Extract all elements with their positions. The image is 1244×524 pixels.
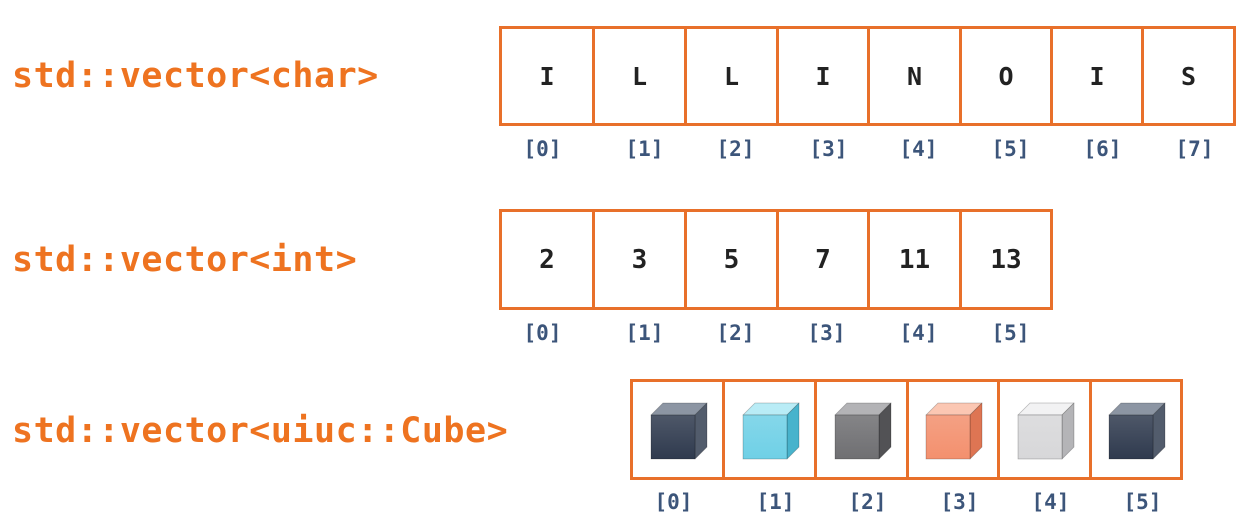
vector-int-label: std::vector<int> (12, 240, 358, 280)
index-label: [4] (1031, 490, 1070, 514)
gray-cube-icon (834, 402, 891, 459)
vector-cube-label: std::vector<uiuc::Cube> (12, 411, 509, 451)
char-cell: S (1144, 26, 1236, 126)
index-label: [1] (625, 137, 664, 161)
cube-cell (1000, 379, 1092, 480)
int-cell: 13 (962, 209, 1053, 310)
light-gray-cube-icon (1017, 402, 1074, 459)
char-cell: I (1053, 26, 1144, 126)
vector-char-array: I L L I N O I S (499, 26, 1236, 126)
index-label: [0] (523, 137, 562, 161)
index-label: [5] (991, 137, 1030, 161)
index-label: [5] (1123, 490, 1162, 514)
vector-int-array: 2 3 5 7 11 13 (499, 209, 1053, 310)
index-label: [4] (899, 137, 938, 161)
dark-slate-cube-icon (650, 402, 707, 459)
index-label: [2] (716, 137, 755, 161)
char-cell: L (687, 26, 779, 126)
salmon-cube-icon (925, 402, 983, 459)
char-cell: I (779, 26, 870, 126)
index-label: [3] (940, 490, 979, 514)
index-label: [0] (523, 321, 562, 345)
char-cell: I (502, 26, 595, 126)
index-label: [0] (654, 490, 693, 514)
cube-cell (1092, 379, 1183, 480)
index-label: [1] (756, 490, 795, 514)
int-cell: 2 (502, 209, 595, 310)
cube-cell (817, 379, 909, 480)
index-label: [6] (1083, 137, 1122, 161)
char-cell: N (870, 26, 962, 126)
index-label: [4] (899, 321, 938, 345)
char-cell: L (595, 26, 687, 126)
int-cell: 3 (595, 209, 687, 310)
vector-cube-array (630, 379, 1183, 480)
cube-cell (909, 379, 1000, 480)
int-cell: 5 (687, 209, 779, 310)
int-cell: 11 (870, 209, 962, 310)
index-label: [3] (807, 321, 846, 345)
vector-char-label: std::vector<char> (12, 56, 379, 96)
cube-cell (725, 379, 817, 480)
index-label: [2] (716, 321, 755, 345)
dark-slate-cube-icon (1108, 402, 1166, 459)
index-label: [2] (848, 490, 887, 514)
index-label: [3] (809, 137, 848, 161)
light-blue-cube-icon (742, 402, 799, 459)
index-label: [7] (1175, 137, 1214, 161)
char-cell: O (962, 26, 1053, 126)
int-cell: 7 (779, 209, 870, 310)
index-label: [1] (625, 321, 664, 345)
cube-cell (633, 379, 725, 480)
index-label: [5] (991, 321, 1030, 345)
